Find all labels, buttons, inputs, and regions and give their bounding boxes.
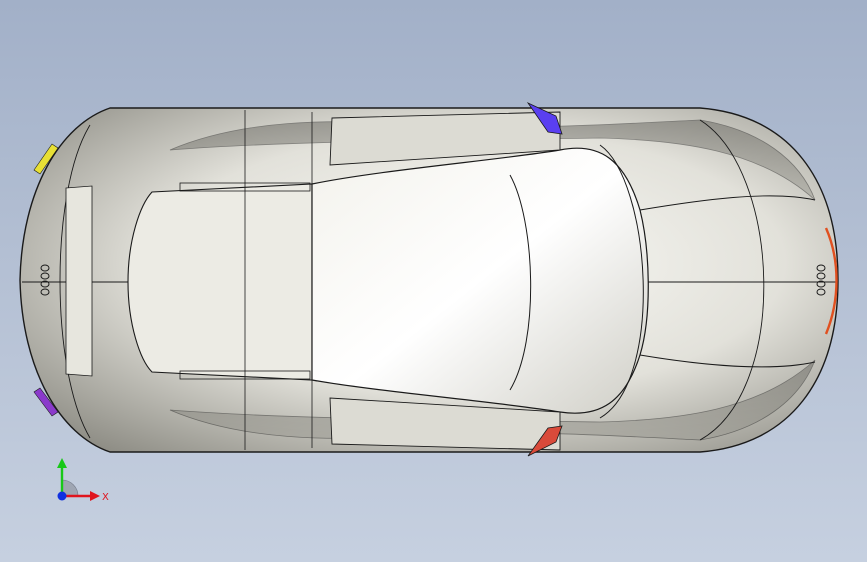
hood-arc <box>699 119 765 441</box>
windshield-edge <box>599 144 644 419</box>
marker-purple <box>33 387 59 417</box>
engine-cover <box>127 183 313 381</box>
marker-yellow <box>33 143 59 175</box>
roof-cabin <box>311 147 649 414</box>
rear-bumper-panel <box>65 185 93 377</box>
hood-line-upper <box>639 195 816 211</box>
z-axis-dot <box>57 491 67 501</box>
mirror-left <box>526 102 563 135</box>
rear-arc <box>59 124 91 439</box>
y-axis-arrow <box>57 458 67 468</box>
coordinate-triad-icon: X <box>57 458 109 503</box>
front-badge-rings <box>816 264 826 296</box>
mirror-right <box>527 425 563 457</box>
x-axis-label: X <box>102 492 109 503</box>
x-axis-arrow <box>90 491 100 501</box>
side-window-left <box>329 111 561 166</box>
side-window-right <box>329 397 561 451</box>
hood-line-lower <box>639 354 816 368</box>
rear-badge-rings <box>40 264 50 296</box>
windshield-line <box>509 174 532 391</box>
headlight-strip <box>824 227 838 335</box>
